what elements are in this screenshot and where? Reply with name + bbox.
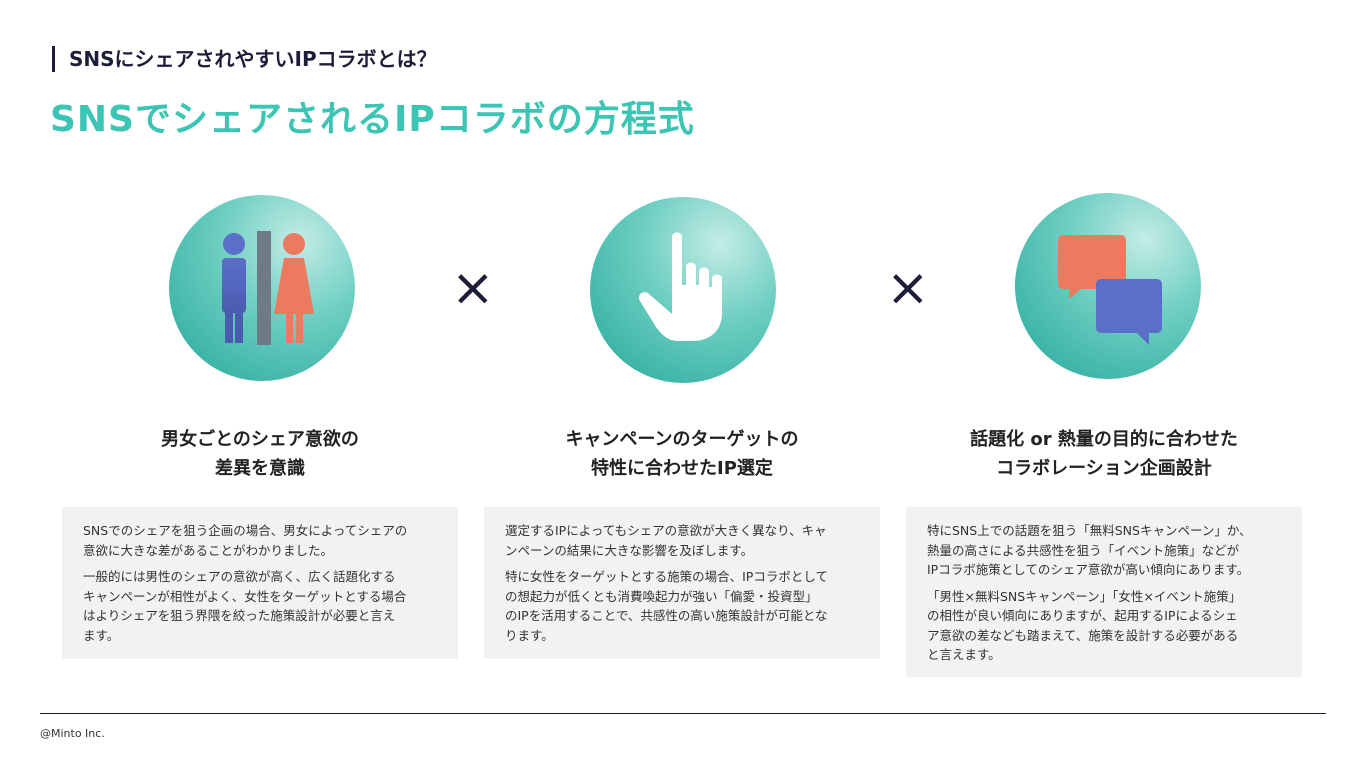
text-line: 特に女性をターゲットとする施策の場合、IPコラボとして [505, 569, 828, 584]
text-line: はよりシェアを狙う界隈を絞った施策設計が必要と言え [83, 608, 396, 623]
circle-1 [169, 195, 355, 381]
paragraph: 特に女性をターゲットとする施策の場合、IPコラボとしての想起力が低くとも消費喚起… [505, 567, 860, 645]
paragraph: 特にSNS上での話題を狙う「無料SNSキャンペーン」か、熱量の高さによる共感性を… [927, 521, 1282, 580]
pointing-hand-icon [638, 232, 722, 341]
paragraph: SNSでのシェアを狙う企画の場合、男女によってシェアの意欲に大きな差があることが… [83, 521, 438, 560]
multiply-operator: × [451, 258, 495, 318]
column-heading-1: 男女ごとのシェア意欲の差異を意識 [62, 425, 458, 483]
heading-line: 差異を意識 [215, 458, 305, 479]
text-line: IPコラボ施策としてのシェア意欲が高い傾向にあります。 [927, 562, 1250, 577]
text-line: ます。 [83, 627, 120, 643]
footer-divider [40, 713, 1326, 714]
text-line: の想起力が低くとも消費喚起力が強い「偏愛・投資型」 [505, 588, 818, 604]
heading-line: 話題化 or 熱量の目的に合わせた [970, 429, 1238, 450]
text-line: キャンペーンが相性がよく、女性をターゲットとする場合 [83, 588, 407, 604]
text-line: の相性が良い傾向にありますが、起用するIPによるシェ [927, 608, 1238, 623]
heading-line: コラボレーション企画設計 [996, 458, 1212, 479]
text-line: 一般的には男性のシェアの意欲が高く、広く話題化する [83, 569, 396, 584]
text-line: 熱量の高さによる共感性を狙う「イベント施策」などが [927, 542, 1240, 558]
paragraph: 「男性×無料SNSキャンペーン」「女性×イベント施策」の相性が良い傾向にあります… [927, 587, 1282, 665]
paragraph: 選定するIPによってもシェアの意欲が大きく異なり、キャンペーンの結果に大きな影響… [505, 521, 860, 560]
section-kicker: SNSにシェアされやすいIPコラボとは？ [52, 46, 437, 72]
heading-line: 特性に合わせたIP選定 [591, 458, 773, 479]
text-line: のIPを活用することで、共感性の高い施策設計が可能とな [505, 608, 828, 623]
circle-3 [1015, 193, 1201, 379]
restroom-icon [222, 231, 314, 345]
paragraph: 一般的には男性のシェアの意欲が高く、広く話題化するキャンペーンが相性がよく、女性… [83, 567, 438, 645]
text-line: 選定するIPによってもシェアの意欲が大きく異なり、キャ [505, 523, 827, 538]
text-line: SNSでのシェアを狙う企画の場合、男女によってシェアの [83, 523, 408, 538]
column-heading-3: 話題化 or 熱量の目的に合わせたコラボレーション企画設計 [906, 425, 1302, 483]
text-line: ります。 [505, 627, 554, 643]
page-title: SNSでシェアされるIPコラボの方程式 [50, 99, 695, 140]
column-heading-2: キャンペーンのターゲットの特性に合わせたIP選定 [484, 425, 880, 483]
chat-bubbles-icon [1058, 235, 1162, 345]
heading-line: キャンペーンのターゲットの [565, 429, 799, 450]
description-card-1: SNSでのシェアを狙う企画の場合、男女によってシェアの意欲に大きな差があることが… [62, 507, 458, 659]
text-line: ンペーンの結果に大きな影響を及ぼします。 [505, 542, 754, 558]
multiply-operator: × [886, 258, 930, 318]
heading-line: 男女ごとのシェア意欲の [161, 429, 359, 450]
copyright: @Minto Inc. [40, 727, 105, 740]
description-card-2: 選定するIPによってもシェアの意欲が大きく異なり、キャンペーンの結果に大きな影響… [484, 507, 880, 659]
text-line: 意欲に大きな差があることがわかりました。 [83, 542, 334, 558]
text-line: ア意欲の差なども踏まえて、施策を設計する必要がある [927, 627, 1239, 643]
text-line: 特にSNS上での話題を狙う「無料SNSキャンペーン」か、 [927, 523, 1252, 538]
text-line: と言えます。 [927, 647, 1001, 662]
description-card-3: 特にSNS上での話題を狙う「無料SNSキャンペーン」か、熱量の高さによる共感性を… [906, 507, 1302, 677]
text-line: 「男性×無料SNSキャンペーン」「女性×イベント施策」 [927, 588, 1242, 604]
circle-2 [590, 197, 776, 383]
